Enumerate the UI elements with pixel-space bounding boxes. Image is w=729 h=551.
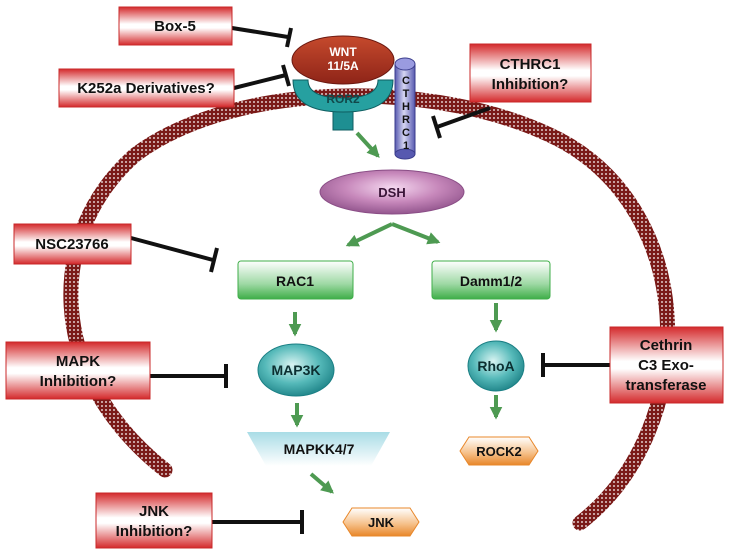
mapk-inhib-line1: MAPK <box>56 353 100 370</box>
inhibitor-k252a: K252a Derivatives? <box>58 68 235 108</box>
map3k-label: MAP3K <box>271 362 320 378</box>
cthrc1-letter: C <box>402 127 410 139</box>
damm-node: Damm1/2 <box>431 260 551 300</box>
inhibitor-jnk: JNK Inhibition? <box>95 492 213 549</box>
wnt-ligand: WNT 11/5A <box>291 35 395 85</box>
rac1-node: RAC1 <box>237 260 354 300</box>
inhibitor-box5: Box-5 <box>118 6 233 46</box>
wnt-label-line2: 11/5A <box>327 59 359 73</box>
inhibit-box5-bar <box>285 27 293 48</box>
rhoa-label: RhoA <box>477 358 514 374</box>
inhibit-k252a-line <box>233 73 287 90</box>
damm-label: Damm1/2 <box>460 273 522 289</box>
rock2-node: ROCK2 <box>459 436 539 466</box>
cthrc1-letter: H <box>402 101 410 113</box>
ror2-label: ROR2 <box>326 92 360 106</box>
k252a-label: K252a Derivatives? <box>77 80 215 97</box>
nsc-label: NSC23766 <box>35 236 108 253</box>
box5-label: Box-5 <box>154 18 196 35</box>
jnk-label: JNK <box>368 515 395 530</box>
arrow-ror2-dsh <box>355 131 380 158</box>
map3k-node: MAP3K <box>257 343 335 397</box>
ror2-receptor: ROR2 <box>292 79 394 131</box>
inhibit-nsc-line <box>130 236 214 262</box>
arrow-dsh-rac1 <box>345 222 393 247</box>
activation-arrows <box>288 131 503 494</box>
inhibit-k252a-bar <box>281 64 291 87</box>
cthrc1-letter: 1 <box>403 140 409 152</box>
mapkk-label: MAPKK4/7 <box>284 441 355 457</box>
rac1-label: RAC1 <box>276 273 314 289</box>
cethrin-line2: C3 Exo- <box>638 357 694 374</box>
inhibit-nsc-bar <box>209 247 219 273</box>
cthrc1-letter: R <box>402 114 410 126</box>
cethrin-line1: Cethrin <box>640 337 693 354</box>
arrow-mapkk-jnk <box>309 472 334 494</box>
jnk-node: JNK <box>342 507 420 537</box>
jnk-inhib-line1: JNK <box>139 503 169 520</box>
cthrc1-inhib-line1: CTHRC1 <box>500 56 561 73</box>
inhibit-cthrc1-bar <box>431 115 442 139</box>
wnt-label-line1: WNT <box>329 45 357 59</box>
inhibit-cthrc1-line <box>436 106 491 129</box>
cthrc1-letter: T <box>403 88 410 100</box>
cthrc1-inhib-line2: Inhibition? <box>492 76 569 93</box>
mapkk-node: MAPKK4/7 <box>247 432 390 466</box>
inhibitor-nsc23766: NSC23766 <box>13 223 132 265</box>
cthrc1-letter: C <box>402 75 410 87</box>
inhibition-lines <box>130 26 610 534</box>
dsh-label: DSH <box>378 185 405 200</box>
inhibitor-cthrc1: CTHRC1 Inhibition? <box>469 43 592 103</box>
rock2-label: ROCK2 <box>476 444 522 459</box>
jnk-inhib-line2: Inhibition? <box>116 523 193 540</box>
dsh-node: DSH <box>319 169 465 215</box>
mapk-inhib-line2: Inhibition? <box>40 373 117 390</box>
cethrin-line3: transferase <box>626 377 707 394</box>
inhibitor-cethrin: Cethrin C3 Exo- transferase <box>609 326 724 404</box>
inhibit-box5-line <box>231 26 289 39</box>
cthrc1-cylinder: C T H R C 1 <box>394 57 416 160</box>
inhibitor-mapk: MAPK Inhibition? <box>5 341 151 400</box>
arrow-dsh-damm <box>391 222 441 245</box>
rhoa-node: RhoA <box>467 340 525 392</box>
